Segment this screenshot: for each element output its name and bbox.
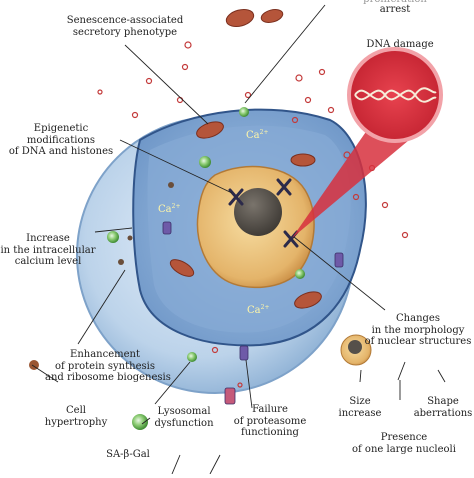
mitochondrion-icon	[169, 8, 322, 309]
svg-text:Ca2+: Ca2+	[246, 129, 268, 141]
label-arrest: arrest	[379, 4, 411, 15]
calcium-ion-markers: Ca2+ Ca2+ Ca2+	[158, 129, 269, 316]
label-proliferation: proliferation	[360, 0, 430, 6]
lysosome-icon	[107, 107, 305, 430]
mini-nucleus-icon	[340, 334, 372, 366]
leader-lines	[31, 4, 446, 475]
svg-text:Ca2+: Ca2+	[158, 203, 180, 215]
label-sa-gal: SA-β-Gal	[106, 449, 150, 460]
svg-text:Ca2+: Ca2+	[247, 304, 269, 316]
label-dna-damage: DNA damage	[366, 39, 434, 50]
dna-damage-zoom	[347, 47, 443, 143]
zoom-beam	[292, 126, 415, 238]
nucleolus	[234, 188, 282, 236]
dna-helix-icon	[354, 87, 437, 103]
chromosome-icon	[228, 178, 299, 248]
proteasome-icon	[162, 221, 344, 405]
